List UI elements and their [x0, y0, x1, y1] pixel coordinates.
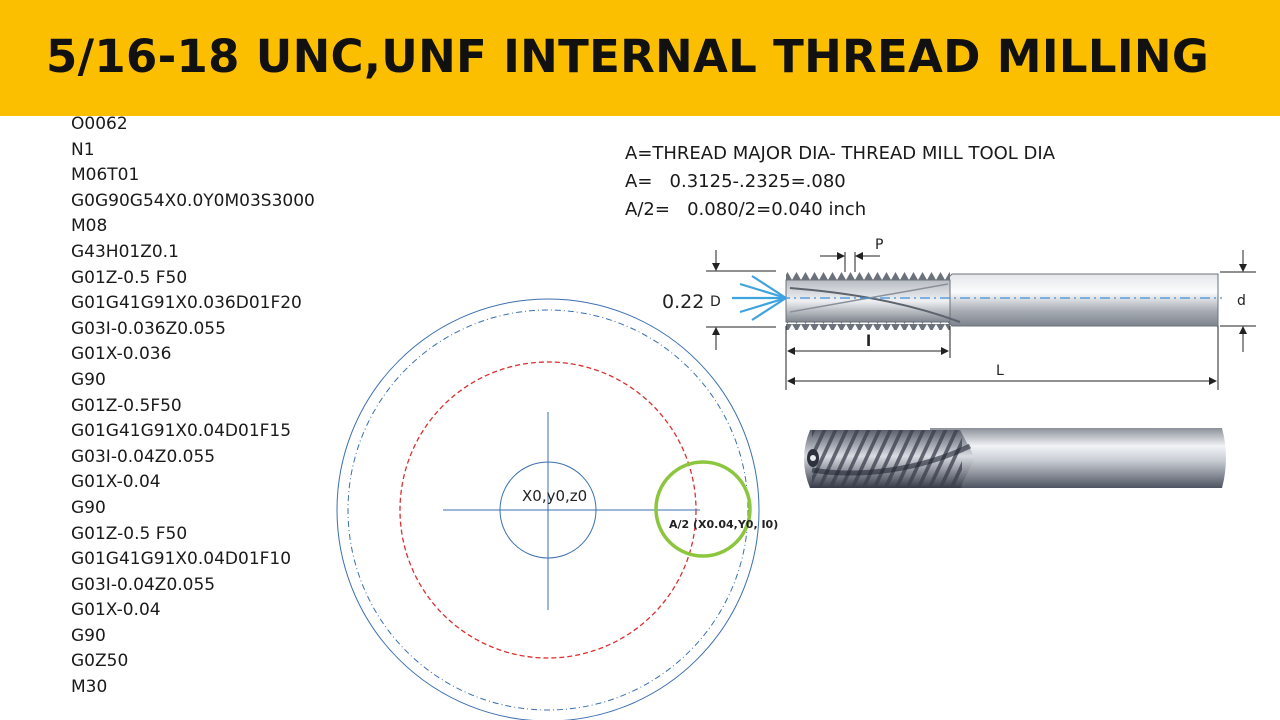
gcode-line: G01Z-0.5 F50 — [71, 267, 188, 288]
thread-mill-tool-circle — [654, 460, 752, 558]
gcode-line: G01G41G91X0.04D01F15 — [71, 421, 292, 442]
formula-block: A=THREAD MAJOR DIA- THREAD MILL TOOL DIA… — [625, 140, 1145, 224]
thread-mill-technical-drawing: D 0.22 d P l L — [662, 237, 1256, 390]
tool-threaded-section — [785, 279, 951, 323]
gcode-line: G0Z50 — [71, 651, 129, 672]
gcode-line: G90 — [71, 497, 106, 518]
gcode-line: G90 — [71, 369, 106, 390]
gcode-line: G01G41G91X0.04D01F10 — [71, 549, 292, 570]
gcode-line: N1 — [71, 139, 95, 160]
gcode-line: G01X-0.04 — [71, 600, 161, 621]
dimension-d-label: d — [1237, 293, 1246, 309]
gcode-line: G03I-0.036Z0.055 — [71, 318, 226, 339]
render-flute — [811, 443, 972, 476]
title-banner — [0, 0, 1280, 116]
milling-path-diagram: X0,y0,z0 A/2 (X0.04,Y0, I0) — [336, 298, 778, 720]
thread-major-circle — [336, 298, 760, 720]
dimension-L-label: L — [996, 363, 1004, 379]
formula-definition: A=THREAD MAJOR DIA- THREAD MILL TOOL DIA — [625, 143, 1056, 164]
thread-teeth-bottom — [786, 322, 950, 330]
page-title: 5/16-18 UNC,UNF INTERNAL THREAD MILLING — [46, 30, 1210, 83]
gcode-line: M06T01 — [71, 165, 140, 186]
gcode-line: G01X-0.036 — [71, 344, 172, 365]
gcode-line: G01X-0.04 — [71, 472, 161, 493]
thread-teeth-top — [786, 272, 950, 280]
diameter-value-label: 0.22 — [662, 291, 704, 313]
gcode-line: G01Z-0.5 F50 — [71, 523, 188, 544]
gcode-line: O0062 — [71, 114, 128, 134]
dimension-l-label: l — [866, 332, 871, 350]
dimension-P-label: P — [875, 237, 883, 253]
gcode-line: G43H01Z0.1 — [71, 241, 179, 262]
center-coordinate-label: X0,y0,z0 — [522, 487, 587, 505]
gcode-line: G0G90G54X0.0Y0M03S3000 — [71, 190, 315, 211]
tool-shank — [939, 273, 1219, 327]
coolant-spray-icon — [732, 275, 787, 321]
offset-coordinate-label: A/2 (X0.04,Y0, I0) — [669, 518, 778, 531]
formula-half-offset: A/2= 0.080/2=0.040 inch — [625, 199, 867, 220]
tool-flute-2 — [789, 283, 949, 313]
gcode-line: G90 — [71, 625, 106, 646]
gcode-line: G03I-0.04Z0.055 — [71, 446, 216, 467]
render-shank — [930, 428, 1226, 488]
gcode-line: G03I-0.04Z0.055 — [71, 574, 216, 595]
thread-mill-render — [804, 428, 1226, 488]
thread-minor-circle — [347, 309, 749, 711]
gcode-line: G01G41G91X0.036D01F20 — [71, 293, 302, 314]
gcode-line: M08 — [71, 216, 108, 237]
dimension-D-label: D — [710, 294, 721, 310]
formula-calculation: A= 0.3125-.2325=.080 — [625, 171, 846, 192]
gcode-line: M30 — [71, 677, 108, 698]
gcode-line: G01Z-0.5F50 — [71, 395, 182, 416]
